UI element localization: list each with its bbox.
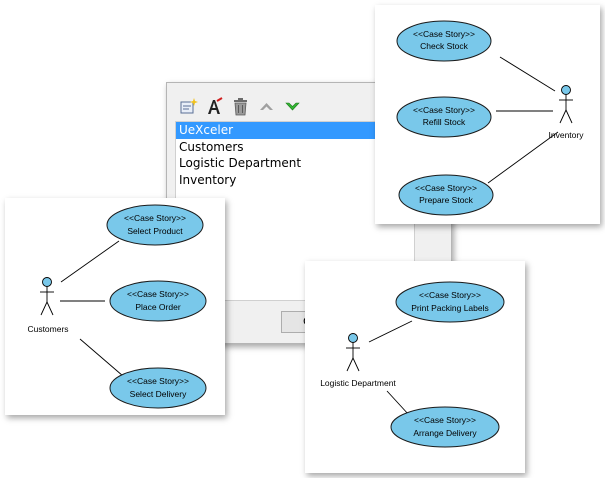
use-case[interactable]: <<Case Story>> Prepare Stock: [398, 174, 494, 216]
association-line: [368, 320, 413, 343]
rename-icon[interactable]: [205, 97, 224, 116]
logistic-diagram: <<Case Story>> Print Packing Labels <<Ca…: [305, 261, 525, 473]
use-case-name: Arrange Delivery: [413, 428, 477, 438]
actor-head: [42, 277, 52, 287]
use-case[interactable]: <<Case Story>> Select Product: [106, 204, 204, 246]
actor-head: [348, 333, 358, 343]
use-case-name: Select Delivery: [130, 389, 187, 399]
use-case-stereotype: <<Case Story>>: [127, 376, 189, 386]
use-case-ellipse[interactable]: [396, 96, 492, 138]
association-line: [60, 240, 120, 283]
use-case-stereotype: <<Case Story>>: [124, 213, 186, 223]
actor-label: Logistic Department: [320, 378, 396, 388]
association-line: [79, 338, 124, 377]
use-case-stereotype: <<Case Story>>: [127, 289, 189, 299]
actor-legs: [346, 356, 360, 372]
trash-icon[interactable]: [231, 97, 250, 116]
use-case-ellipse[interactable]: [109, 280, 207, 322]
use-case-name: Prepare Stock: [419, 195, 474, 205]
actor-label: Inventory: [549, 130, 585, 140]
list-item[interactable]: Logistic Department: [179, 156, 302, 170]
use-case-ellipse[interactable]: [395, 281, 505, 323]
use-case-ellipse[interactable]: [396, 20, 492, 62]
use-case-ellipse[interactable]: [398, 174, 494, 216]
inventory-diagram: <<Case Story>> Check Stock <<Case Story>…: [375, 5, 600, 224]
use-case[interactable]: <<Case Story>> Place Order: [109, 280, 207, 322]
actor-label: Customers: [27, 324, 68, 334]
customers-diagram-canvas: <<Case Story>> Select Product <<Case Sto…: [27, 204, 207, 409]
use-case-name: Check Stock: [420, 41, 468, 51]
logistic-diagram-canvas: <<Case Story>> Print Packing Labels <<Ca…: [320, 281, 505, 448]
list-item[interactable]: Inventory: [179, 172, 237, 187]
use-case-name: Select Product: [127, 226, 183, 236]
actor-legs: [40, 300, 54, 316]
move-up-icon[interactable]: [257, 97, 276, 116]
new-item-icon[interactable]: [179, 97, 198, 116]
use-case-stereotype: <<Case Story>>: [414, 415, 476, 425]
use-case-stereotype: <<Case Story>>: [415, 183, 477, 193]
use-case-name: Print Packing Labels: [411, 303, 489, 313]
use-case-ellipse[interactable]: [106, 204, 204, 246]
actor-legs: [559, 108, 573, 124]
list-item[interactable]: UeXceler: [176, 122, 414, 139]
move-down-icon[interactable]: [283, 97, 302, 116]
use-case[interactable]: <<Case Story>> Check Stock: [396, 20, 492, 62]
association-line: [499, 56, 556, 92]
actor-head: [561, 85, 571, 95]
use-case[interactable]: <<Case Story>> Arrange Delivery: [390, 406, 500, 448]
customers-diagram: <<Case Story>> Select Product <<Case Sto…: [5, 198, 225, 415]
inventory-diagram-canvas: <<Case Story>> Check Stock <<Case Story>…: [396, 20, 585, 216]
use-case[interactable]: <<Case Story>> Print Packing Labels: [395, 281, 505, 323]
use-case-stereotype: <<Case Story>>: [413, 105, 475, 115]
actor[interactable]: Logistic Department: [320, 333, 396, 389]
use-case[interactable]: <<Case Story>> Refill Stock: [396, 96, 492, 138]
dialog-toolbar: [179, 97, 302, 119]
association-line: [487, 131, 559, 184]
use-case-stereotype: <<Case Story>>: [413, 29, 475, 39]
use-case-stereotype: <<Case Story>>: [419, 290, 481, 300]
use-case-name: Place Order: [135, 302, 181, 312]
use-case-ellipse[interactable]: [109, 367, 207, 409]
use-case-name: Refill Stock: [423, 117, 466, 127]
association-line: [386, 390, 410, 416]
list-item[interactable]: Customers: [179, 139, 244, 154]
actor[interactable]: Inventory: [549, 85, 585, 141]
use-case[interactable]: <<Case Story>> Select Delivery: [109, 367, 207, 409]
use-case-ellipse[interactable]: [390, 406, 500, 448]
actor[interactable]: Customers: [27, 277, 69, 335]
